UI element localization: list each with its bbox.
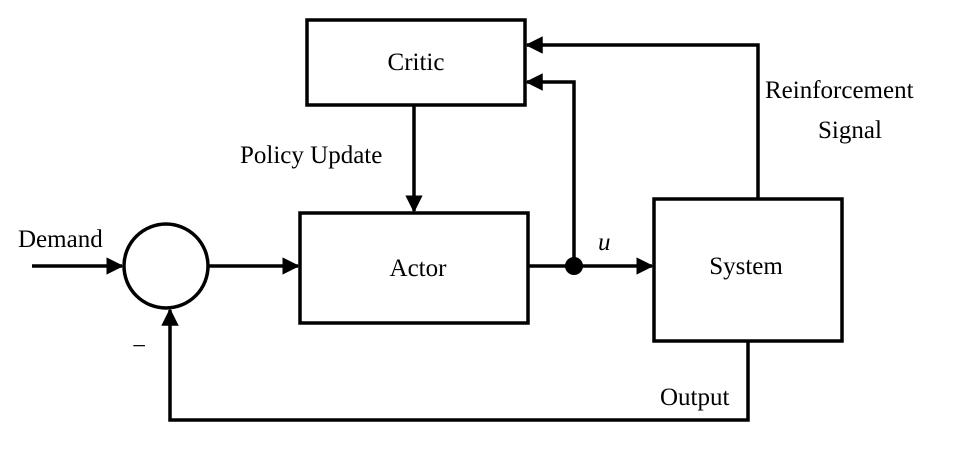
summing-junction — [122, 222, 210, 310]
control-to-critic-arrow — [525, 73, 576, 266]
critic-block — [305, 18, 527, 107]
reinforcement-label-line1: Reinforcement — [765, 77, 914, 104]
system-label: System — [709, 253, 783, 280]
reinforcement-label-line2: Signal — [818, 117, 882, 144]
control-signal-label: u — [598, 229, 611, 256]
actor-block — [298, 211, 530, 325]
demand-label: Demand — [18, 226, 103, 253]
policy-update-label: Policy Update — [240, 142, 382, 169]
output-feedback-arrow — [161, 308, 750, 422]
system-block — [652, 197, 844, 343]
reinforcement-arrow — [525, 36, 760, 199]
output-label: Output — [660, 384, 730, 411]
actor-label: Actor — [390, 255, 448, 282]
critic-label: Critic — [388, 49, 445, 76]
feedback-sign-label: − — [132, 333, 146, 360]
